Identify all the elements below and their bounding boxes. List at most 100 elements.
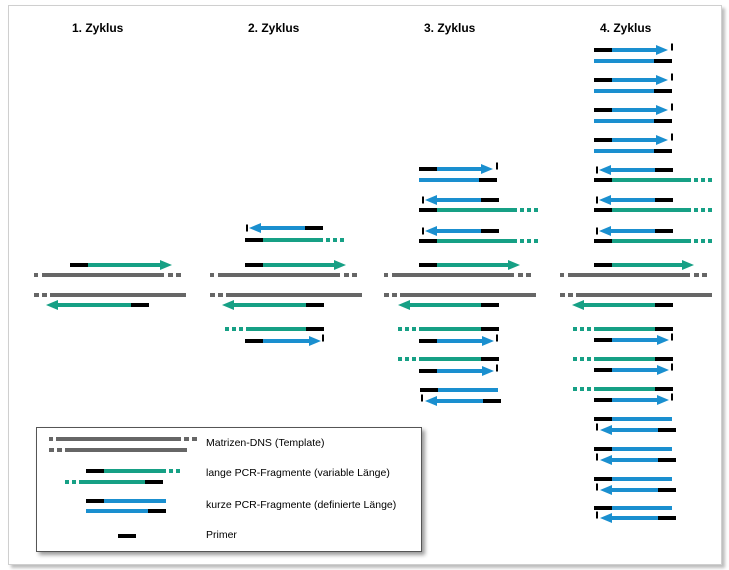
legend-template-dash: [49, 437, 53, 441]
long-fragment-arrow-head: [334, 260, 346, 270]
short-fragment: [612, 477, 672, 481]
short-fragment-arrow-head: [482, 336, 494, 346]
short-fragment-arrow: [612, 108, 658, 112]
template-strand-end-dash: [384, 293, 389, 297]
primer: [131, 303, 149, 307]
short-fragment-arrow: [609, 198, 655, 202]
long-fragment-dash: [701, 208, 705, 212]
primer: [658, 516, 676, 520]
template-strand-end-dash: [34, 293, 39, 297]
long-fragment-arrow-head: [572, 300, 584, 310]
primer: [419, 339, 437, 343]
short-fragment-arrow-head: [425, 226, 437, 236]
primer: [594, 48, 612, 52]
primer: [419, 369, 437, 373]
short-fragment-arrow: [609, 229, 655, 233]
short-fragment: [594, 89, 654, 93]
long-fragment-arrow: [408, 303, 481, 307]
short-fragment-arrow: [259, 226, 305, 230]
long-fragment-arrow-head: [398, 300, 410, 310]
primer: [481, 357, 499, 361]
primer: [658, 488, 676, 492]
short-fragment: [612, 506, 672, 510]
template-strand: [226, 293, 362, 297]
long-fragment-dash: [534, 239, 538, 243]
long-fragment: [437, 239, 517, 243]
template-strand-end-dash: [694, 273, 699, 277]
primer: [483, 399, 501, 403]
strand-end-tick: [671, 73, 673, 81]
long-fragment-arrow: [88, 263, 162, 267]
short-fragment: [594, 149, 654, 153]
primer: [245, 263, 263, 267]
short-fragment-arrow: [610, 488, 658, 492]
template-strand-end-dash: [34, 273, 38, 277]
short-fragment-arrow-head: [657, 335, 669, 345]
long-fragment-dash: [333, 238, 337, 242]
legend-long-fragment: [79, 480, 145, 484]
long-fragment: [437, 208, 517, 212]
primer: [481, 198, 499, 202]
template-strand-end-dash: [526, 273, 531, 277]
long-fragment-arrow: [582, 303, 655, 307]
long-fragment-arrow: [263, 263, 336, 267]
long-fragment-dash: [405, 327, 409, 331]
short-fragment-arrow-head: [599, 195, 611, 205]
primer: [594, 263, 612, 267]
primer: [419, 167, 437, 171]
long-fragment-dash: [580, 387, 584, 391]
template-strand-end-dash: [344, 273, 349, 277]
primer: [594, 398, 612, 402]
primer: [420, 388, 438, 392]
long-fragment-dash: [587, 357, 591, 361]
template-strand-end-dash: [210, 293, 215, 297]
short-fragment: [594, 59, 654, 63]
long-fragment-arrow: [437, 263, 510, 267]
short-fragment-arrow-head: [657, 395, 669, 405]
strand-end-tick: [422, 196, 424, 204]
template-strand: [400, 293, 536, 297]
primer: [655, 168, 673, 172]
short-fragment: [612, 447, 672, 451]
legend-long-dash: [72, 480, 76, 484]
long-fragment-dash: [225, 327, 229, 331]
strand-end-tick: [596, 227, 598, 235]
long-fragment-dash: [587, 387, 591, 391]
short-fragment-arrow: [612, 338, 659, 342]
long-fragment-dash: [534, 208, 538, 212]
short-fragment-arrow-head: [656, 135, 668, 145]
short-fragment-arrow: [435, 229, 481, 233]
legend-label-template: Matrizen-DNS (Template): [206, 437, 325, 449]
long-fragment-arrow: [612, 263, 684, 267]
primer: [655, 327, 673, 331]
template-strand-end-dash: [568, 293, 573, 297]
long-fragment-dash: [694, 239, 698, 243]
long-fragment-dash: [573, 357, 577, 361]
template-strand: [42, 273, 164, 277]
long-fragment-dash: [232, 327, 236, 331]
short-fragment-arrow: [612, 138, 658, 142]
long-fragment: [594, 357, 655, 361]
legend-template-dash: [57, 448, 62, 452]
long-fragment-dash: [580, 327, 584, 331]
primer: [594, 447, 612, 451]
primer: [594, 108, 612, 112]
primer: [245, 339, 263, 343]
long-fragment: [419, 327, 481, 331]
short-fragment-arrow: [435, 399, 483, 403]
short-fragment-arrow-head: [656, 105, 668, 115]
strand-end-tick: [322, 334, 324, 342]
long-fragment-dash: [701, 239, 705, 243]
legend-long-fragment: [104, 469, 166, 473]
strand-end-tick: [671, 103, 673, 111]
strand-end-tick: [496, 364, 498, 372]
cycle-title-1: 1. Zyklus: [72, 21, 124, 35]
primer: [305, 226, 323, 230]
short-fragment-arrow: [437, 167, 483, 171]
template-strand-end-dash: [384, 273, 388, 277]
template-strand: [218, 273, 340, 277]
primer: [594, 368, 612, 372]
legend-label-short: kurze PCR-Fragmente (definierte Länge): [206, 499, 397, 511]
legend: Matrizen-DNS (Template) lange PCR-Fragme…: [36, 427, 422, 552]
